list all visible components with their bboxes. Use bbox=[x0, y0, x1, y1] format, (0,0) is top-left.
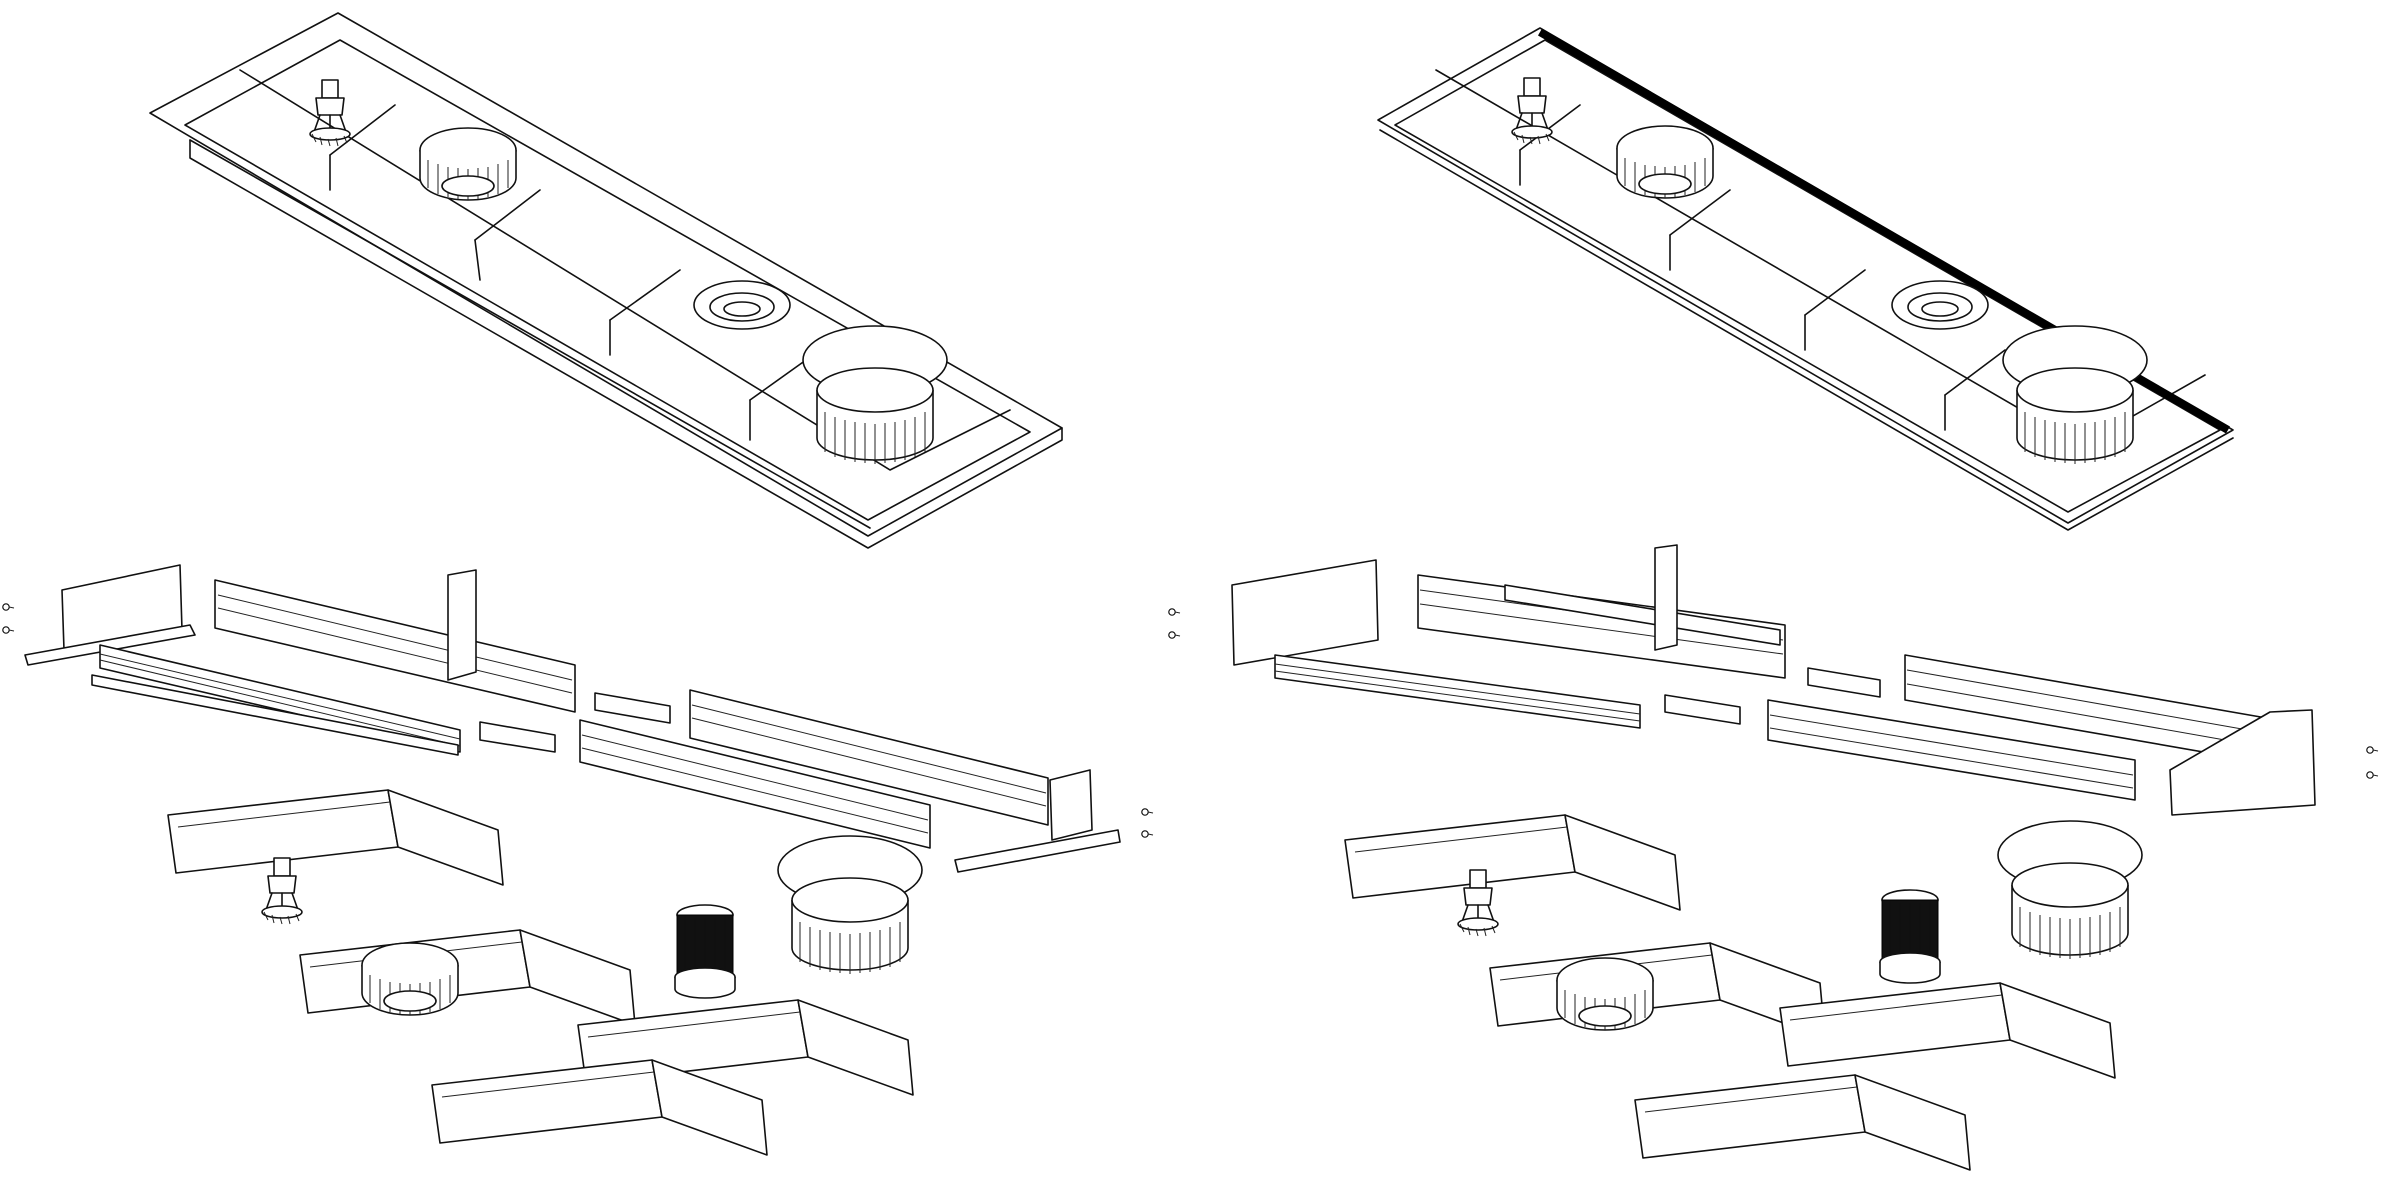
screw-icon bbox=[2366, 771, 2379, 779]
bracket-downlight-right bbox=[1779, 982, 2116, 1079]
exploded-rails-right bbox=[1231, 544, 2316, 816]
speaker-grille-icon bbox=[1616, 125, 1714, 199]
downlight-icon bbox=[693, 280, 791, 330]
left-view bbox=[2, 12, 1154, 1156]
dark-cylinder-light-icon bbox=[674, 904, 736, 999]
speaker-grille-icon bbox=[419, 127, 517, 201]
screw-icon bbox=[1141, 808, 1154, 816]
bracket-sprinkler-right bbox=[1344, 814, 1681, 911]
diffuser-icon bbox=[1997, 820, 2143, 960]
bracket-sprinkler-left bbox=[167, 789, 504, 886]
screw-icon bbox=[2, 626, 15, 634]
diffuser-icon bbox=[2002, 325, 2148, 465]
sprinkler-head-icon bbox=[261, 857, 303, 925]
exploded-rails-left bbox=[24, 564, 1121, 873]
bracket-grille-right bbox=[1489, 942, 1826, 1039]
diffuser-icon bbox=[777, 835, 923, 975]
speaker-grille-icon bbox=[1556, 957, 1654, 1031]
speaker-grille-icon bbox=[361, 942, 459, 1016]
screw-icon bbox=[1168, 631, 1181, 639]
screw-icon bbox=[1168, 608, 1181, 616]
screw-icon bbox=[2366, 746, 2379, 754]
sprinkler-head-icon bbox=[309, 79, 351, 147]
screw-icon bbox=[2, 603, 15, 611]
bracket-blank-left bbox=[431, 1059, 768, 1156]
right-view bbox=[1168, 27, 2379, 1171]
assembled-frame-left bbox=[149, 12, 1063, 549]
sprinkler-head-icon bbox=[1511, 77, 1553, 145]
bracket-blank-right bbox=[1634, 1074, 1971, 1171]
bracket-grille-left bbox=[299, 929, 636, 1026]
diffuser-icon bbox=[802, 325, 948, 465]
downlight-icon bbox=[1891, 280, 1989, 330]
dark-cylinder-light-icon bbox=[1879, 889, 1941, 984]
screw-icon bbox=[1141, 830, 1154, 838]
